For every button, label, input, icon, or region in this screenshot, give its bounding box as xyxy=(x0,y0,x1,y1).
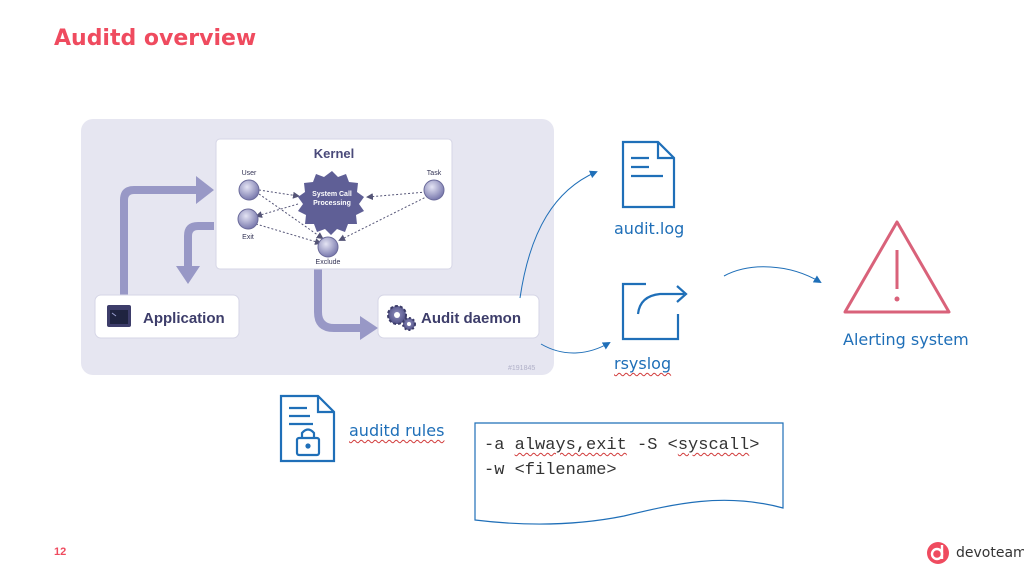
task-node xyxy=(423,179,445,201)
system-call-processing-shape xyxy=(298,171,364,235)
arrow-to-alerting xyxy=(723,266,822,284)
page-number: 12 xyxy=(54,546,67,558)
auditd-rules-label: auditd rules xyxy=(349,421,445,440)
kernel-title: Kernel xyxy=(314,146,354,161)
audit-daemon-label: Audit daemon xyxy=(421,310,521,327)
image-reference: #191845 xyxy=(508,365,535,372)
rules-line-1: -a always,exit -S <syscall> xyxy=(484,433,759,458)
terminal-icon xyxy=(107,305,131,327)
exit-label: Exit xyxy=(242,234,254,241)
rules-line-2: -w <filename> xyxy=(484,461,617,480)
system-call-label-1: System Call xyxy=(312,191,352,198)
rules-text: -a always,exit -S <syscall> -w <filename… xyxy=(484,433,759,483)
exclude-label: Exclude xyxy=(316,259,341,266)
audit-daemon-box xyxy=(377,294,540,339)
slide-title: Auditd overview xyxy=(54,26,257,51)
rule-close: > xyxy=(749,436,760,455)
arrow-to-rsyslog xyxy=(540,341,611,354)
user-node xyxy=(238,179,260,201)
gears-icon xyxy=(387,305,416,331)
rsyslog-forward-icon xyxy=(621,282,688,341)
rules-box xyxy=(474,422,784,525)
task-label: Task xyxy=(427,170,442,177)
rule-action: always,exit xyxy=(514,436,627,455)
system-call-label-2: Processing xyxy=(313,200,351,207)
exclude-node xyxy=(317,236,339,258)
exit-node xyxy=(237,208,259,230)
rule-syscall: syscall xyxy=(677,436,750,455)
lock-file-icon xyxy=(279,394,336,463)
rsyslog-label: rsyslog xyxy=(614,354,672,373)
arrow-to-audit-log xyxy=(519,170,598,299)
audit-log-label: audit.log xyxy=(614,219,685,238)
flow-arrows xyxy=(120,176,378,340)
warning-icon xyxy=(843,220,951,314)
audit-log-file-icon xyxy=(621,140,676,209)
application-box xyxy=(94,294,240,339)
brand-logo: devoteam xyxy=(926,541,1024,565)
rule-flag-s: -S < xyxy=(626,436,678,455)
alerting-system-label: Alerting system xyxy=(843,330,969,349)
brand-name: devoteam xyxy=(956,545,1024,561)
kernel-relations xyxy=(255,189,429,245)
devoteam-logo-icon xyxy=(927,542,949,564)
user-label: User xyxy=(242,170,257,177)
rule-flag-a: -a xyxy=(484,436,515,455)
application-label: Application xyxy=(143,310,225,327)
